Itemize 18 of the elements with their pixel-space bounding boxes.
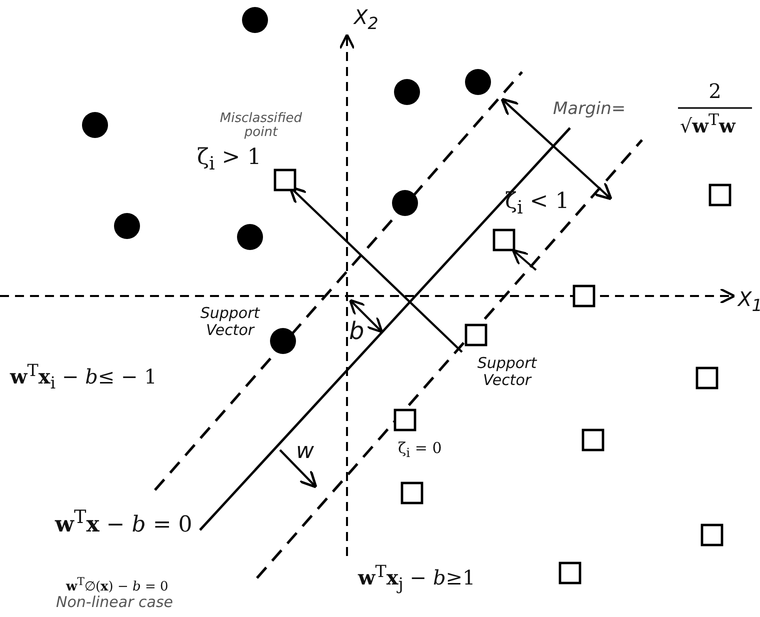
formula-text: w$^{T}$x$_{j}$ − b≥1 <box>358 563 476 594</box>
formula-text: ζ$_{i}$ < 1 <box>505 190 570 219</box>
formula-text: ζ$_{i}$ = 0 <box>398 440 442 460</box>
vector-label: w <box>296 440 314 464</box>
formula-text: ζ$_{i}$ > 1 <box>197 146 262 175</box>
axis-label: X$_{1}$ <box>738 288 760 316</box>
annotation-text: Support Vector <box>199 305 261 338</box>
formula-text: 2 <box>708 80 722 102</box>
annotation-text: Misclassified point <box>218 112 304 141</box>
formula-text: w$^{T}$x − b = 0 <box>55 508 192 538</box>
formula-text: √w$^{T}$w <box>680 111 736 138</box>
annotation-text: Non-linear case <box>56 594 173 610</box>
formula-text: w$^{T}$x$_{i}$ − b≤ − 1 <box>10 362 157 393</box>
axis-label: X$_{2}$ <box>354 6 378 34</box>
margin-text: Margin= <box>553 100 626 119</box>
offset-label: b <box>349 318 364 344</box>
annotation-text: Support Vector <box>476 355 538 388</box>
formula-text: w$^{T}$∅(x) − b = 0 <box>66 576 168 595</box>
